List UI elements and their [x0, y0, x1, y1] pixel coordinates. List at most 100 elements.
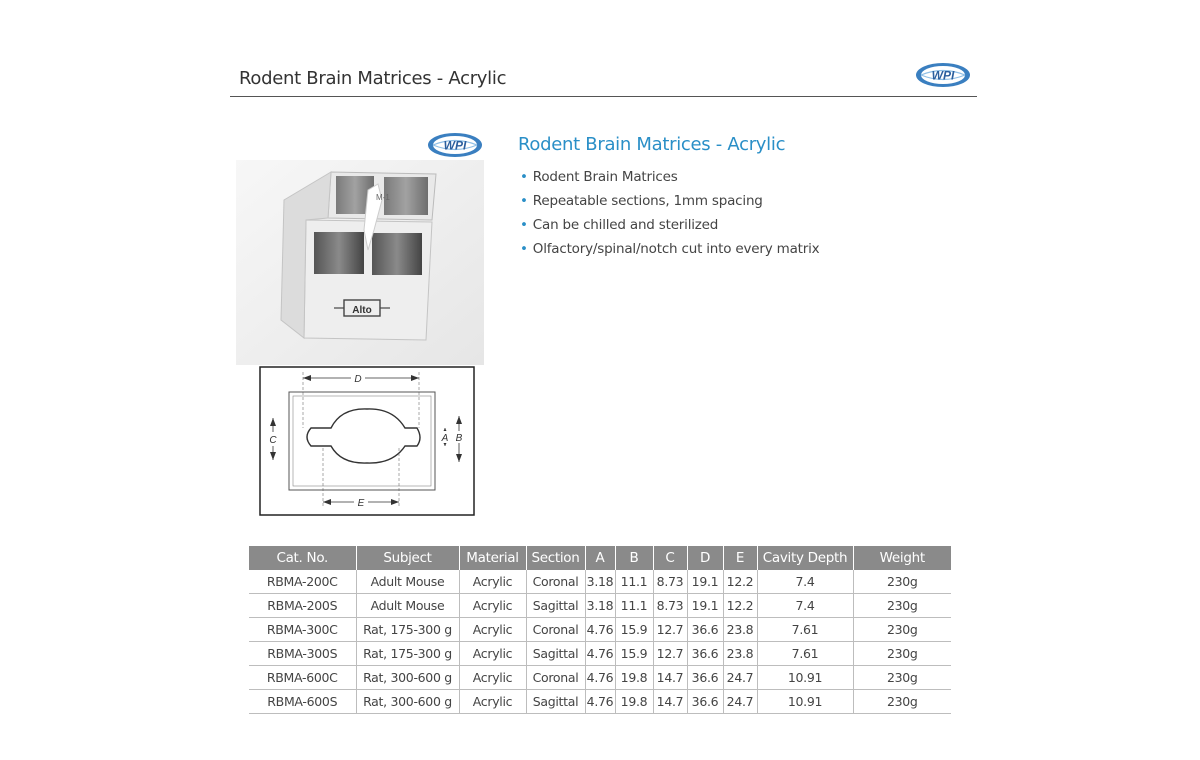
cell-a: 4.76 — [585, 665, 616, 690]
cell-b: 19.8 — [615, 689, 654, 714]
header-e: E — [723, 546, 758, 570]
cell-c: 14.7 — [653, 689, 688, 714]
bullet-icon: • — [520, 241, 528, 257]
feature-list: •Rodent Brain Matrices •Repeatable secti… — [520, 165, 820, 261]
cell-cat-no: RBMA-300C — [249, 617, 357, 642]
photo-label: M-1 — [376, 193, 390, 202]
wpi-product-logo-icon: WPI — [428, 133, 482, 157]
header-b: B — [615, 546, 654, 570]
cell-cavity-depth: 7.4 — [757, 570, 854, 594]
cell-weight: 230g — [853, 689, 951, 714]
cell-a: 4.76 — [585, 617, 616, 642]
table-row: RBMA-200C Adult Mouse Acrylic Coronal 3.… — [249, 570, 951, 594]
cell-section: Coronal — [526, 570, 586, 594]
cell-material: Acrylic — [459, 689, 527, 714]
table-header-row: Cat. No. Subject Material Section A B C … — [249, 546, 951, 570]
cell-cat-no: RBMA-200C — [249, 570, 357, 594]
cell-section: Sagittal — [526, 593, 586, 618]
cell-material: Acrylic — [459, 570, 527, 594]
header-d: D — [687, 546, 724, 570]
bullet-icon: • — [520, 193, 528, 209]
spec-table: Cat. No. Subject Material Section A B C … — [249, 546, 951, 714]
wpi-logo-text: WPI — [932, 69, 955, 83]
cell-cat-no: RBMA-600S — [249, 689, 357, 714]
cell-subject: Rat, 175-300 g — [356, 617, 460, 642]
cell-cat-no: RBMA-300S — [249, 641, 357, 666]
cell-cavity-depth: 7.4 — [757, 593, 854, 618]
cell-subject: Adult Mouse — [356, 593, 460, 618]
cell-material: Acrylic — [459, 641, 527, 666]
diagram-label-d: D — [354, 374, 361, 385]
table-row: RBMA-300C Rat, 175-300 g Acrylic Coronal… — [249, 617, 951, 642]
table-row: RBMA-600S Rat, 300-600 g Acrylic Sagitta… — [249, 689, 951, 714]
wpi-product-logo-text: WPI — [444, 139, 467, 153]
cell-b: 15.9 — [615, 617, 654, 642]
cell-c: 8.73 — [653, 593, 688, 618]
cell-cavity-depth: 10.91 — [757, 665, 854, 690]
cell-subject: Rat, 175-300 g — [356, 641, 460, 666]
feature-item: •Can be chilled and sterilized — [520, 217, 719, 233]
cell-d: 36.6 — [687, 665, 724, 690]
cell-b: 11.1 — [615, 570, 654, 594]
header-subject: Subject — [356, 546, 460, 570]
cell-e: 24.7 — [723, 665, 758, 690]
table-row: RBMA-300S Rat, 175-300 g Acrylic Sagitta… — [249, 641, 951, 666]
diagram-label-b: B — [456, 433, 463, 444]
page-header: Rodent Brain Matrices - Acrylic WPI — [230, 60, 977, 97]
header-c: C — [653, 546, 688, 570]
page-title: Rodent Brain Matrices - Acrylic — [239, 68, 507, 89]
header-cat-no: Cat. No. — [249, 546, 357, 570]
cell-material: Acrylic — [459, 617, 527, 642]
diagram-label-c: C — [269, 435, 277, 446]
cell-subject: Adult Mouse — [356, 570, 460, 594]
cell-weight: 230g — [853, 617, 951, 642]
cell-weight: 230g — [853, 593, 951, 618]
cell-c: 8.73 — [653, 570, 688, 594]
cell-d: 36.6 — [687, 689, 724, 714]
cell-subject: Rat, 300-600 g — [356, 689, 460, 714]
wpi-logo-icon: WPI — [916, 63, 970, 87]
cell-d: 19.1 — [687, 593, 724, 618]
header-weight: Weight — [853, 546, 951, 570]
cell-cavity-depth: 7.61 — [757, 617, 854, 642]
cell-b: 19.8 — [615, 665, 654, 690]
cell-material: Acrylic — [459, 665, 527, 690]
header-material: Material — [459, 546, 527, 570]
cell-section: Sagittal — [526, 641, 586, 666]
feature-item: •Olfactory/spinal/notch cut into every m… — [520, 241, 820, 257]
feature-item: •Repeatable sections, 1mm spacing — [520, 193, 763, 209]
cell-a: 3.18 — [585, 570, 616, 594]
cell-c: 14.7 — [653, 665, 688, 690]
product-photo: M-1 Alto — [236, 160, 484, 365]
cell-section: Sagittal — [526, 689, 586, 714]
cell-section: Coronal — [526, 617, 586, 642]
header-a: A — [585, 546, 616, 570]
dimension-diagram: D E C A B — [259, 366, 475, 516]
cell-d: 19.1 — [687, 570, 724, 594]
feature-item: •Rodent Brain Matrices — [520, 169, 678, 185]
product-title: Rodent Brain Matrices - Acrylic — [518, 134, 786, 155]
header-section: Section — [526, 546, 586, 570]
cell-b: 11.1 — [615, 593, 654, 618]
cell-weight: 230g — [853, 570, 951, 594]
cell-cavity-depth: 7.61 — [757, 641, 854, 666]
header-cavity-depth: Cavity Depth — [757, 546, 854, 570]
cell-d: 36.6 — [687, 617, 724, 642]
cell-subject: Rat, 300-600 g — [356, 665, 460, 690]
cell-cat-no: RBMA-600C — [249, 665, 357, 690]
cell-d: 36.6 — [687, 641, 724, 666]
cell-a: 4.76 — [585, 641, 616, 666]
cell-cat-no: RBMA-200S — [249, 593, 357, 618]
cell-weight: 230g — [853, 641, 951, 666]
cell-weight: 230g — [853, 665, 951, 690]
bullet-icon: • — [520, 169, 528, 185]
cell-c: 12.7 — [653, 641, 688, 666]
photo-brand: Alto — [352, 305, 371, 316]
cell-section: Coronal — [526, 665, 586, 690]
cell-a: 4.76 — [585, 689, 616, 714]
cell-e: 24.7 — [723, 689, 758, 714]
bullet-icon: • — [520, 217, 528, 233]
cell-e: 23.8 — [723, 641, 758, 666]
cell-e: 12.2 — [723, 570, 758, 594]
cell-material: Acrylic — [459, 593, 527, 618]
